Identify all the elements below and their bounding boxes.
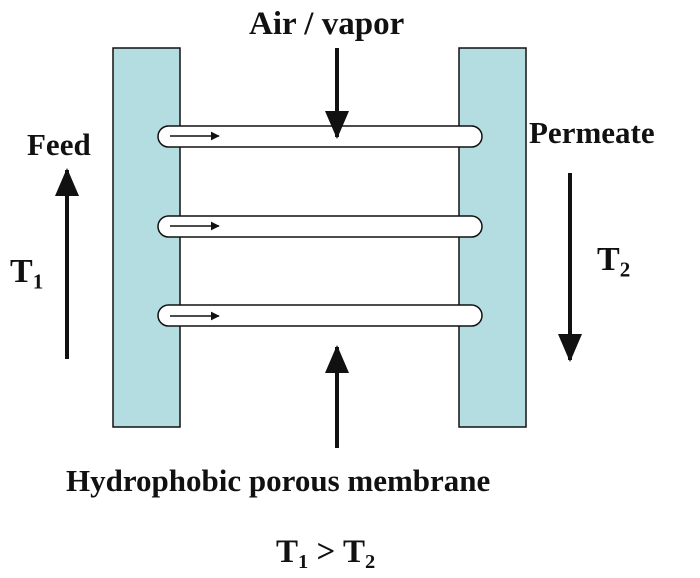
feed-label: Feed xyxy=(27,127,91,162)
t2-label: T2 xyxy=(597,241,631,282)
membrane-pore xyxy=(157,125,483,148)
temperature-condition: T1 > T2 xyxy=(276,534,376,574)
membrane-pore xyxy=(157,304,483,327)
membrane-label: Hydrophobic porous membrane xyxy=(66,463,491,498)
membrane-pore xyxy=(157,215,483,238)
air-vapor-label: Air / vapor xyxy=(249,6,405,42)
t1-label: T1 xyxy=(10,253,44,294)
permeate-label: Permeate xyxy=(529,115,655,150)
